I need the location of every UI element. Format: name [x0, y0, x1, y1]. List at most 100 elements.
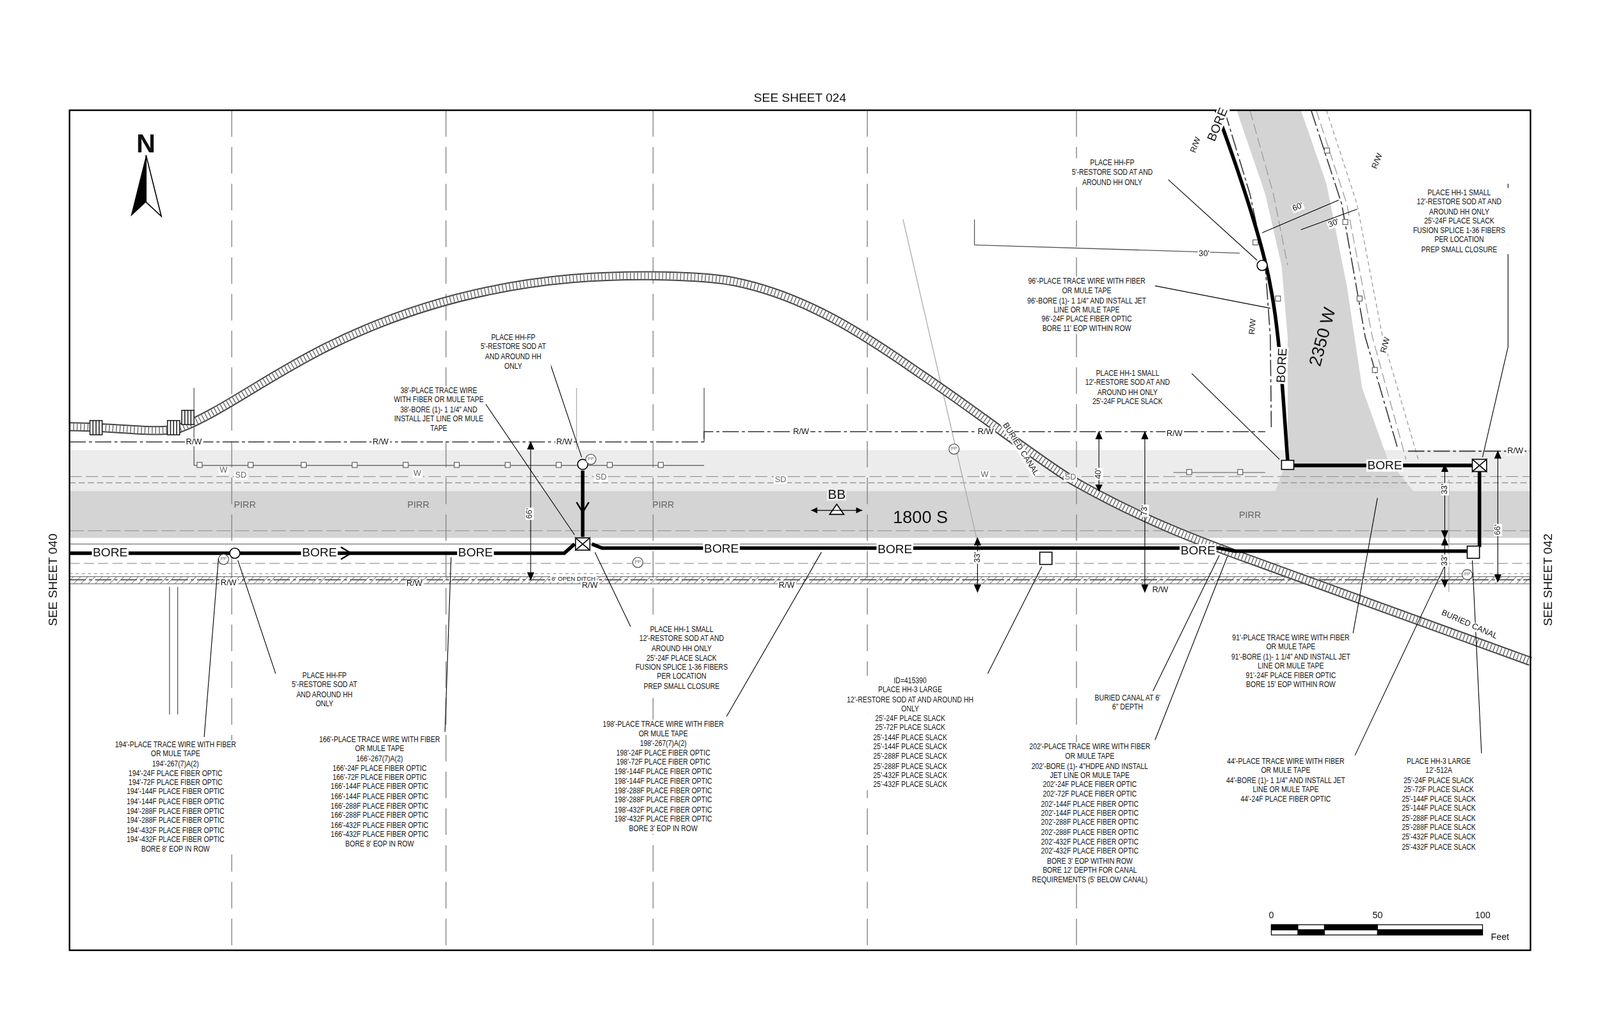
callout-note: 194'-432F PLACE FIBER OPTIC [112, 834, 240, 845]
map-label: BORE [1179, 544, 1216, 557]
callout-note: BORE 15' EOP WITHIN ROW [1227, 680, 1355, 690]
drawing-line [595, 551, 632, 626]
drawing-line [190, 410, 192, 425]
drawing-line [1168, 179, 1257, 261]
callout-note: 166'-144F PLACE FIBER OPTIC [316, 782, 444, 792]
callout-block: PLACE HH-3 LARGE12'-512A25'-24F PLACE SL… [1375, 755, 1503, 851]
callout-note: 198'-72F PLACE FIBER OPTIC [599, 757, 728, 767]
callout-note: 5'-RESTORE SOD AT AND AROUND HH ONLY [1066, 167, 1159, 187]
drawing-line [1191, 373, 1280, 459]
drawing-rect [556, 462, 562, 468]
canal [69, 275, 1531, 662]
drawing-line [1352, 497, 1378, 634]
map-label: 30' [1197, 250, 1211, 259]
callout-note: 198'-432F PLACE FIBER OPTIC [599, 814, 728, 824]
callout-note: BORE 8' EOP IN ROW [316, 839, 444, 849]
power-poles [218, 443, 1472, 580]
map-label: R/W [1370, 151, 1385, 172]
drawing-polygon [811, 506, 818, 514]
drawing-rect [1271, 924, 1483, 935]
map-label: N [135, 129, 157, 156]
map-label: 66' [1493, 523, 1503, 537]
drawing-line [575, 536, 590, 539]
drawing-line [176, 420, 178, 435]
drawing-rect [300, 462, 306, 468]
callout-note: 194'-288F PLACE FIBER OPTIC [112, 816, 240, 826]
callout-note: 202'-144F PLACE FIBER OPTIC [1025, 808, 1154, 818]
drawing-rect [454, 462, 460, 468]
drawing-rect [403, 462, 409, 468]
callout-note: 96'-BORE (1)- 1 1/4" AND INSTALL JET LIN… [1023, 295, 1151, 315]
map-label: 33' [1440, 553, 1449, 567]
drawing-polygon [974, 584, 982, 592]
drawing-rect [1377, 929, 1483, 935]
map-label: BORE [91, 545, 128, 559]
drawing-polygon [1495, 574, 1502, 582]
drawing-polygon [1236, 110, 1414, 491]
map-label: 100 [1473, 910, 1492, 920]
callout-note: 25'-144F PLACE SLACK [846, 732, 975, 742]
drawing-line [974, 219, 975, 246]
callout-note: 198'-144F PLACE FIBER OPTIC [599, 766, 728, 777]
callout-note: 202'-288F PLACE FIBER OPTIC [1025, 827, 1154, 838]
map-label: PP [1463, 572, 1472, 577]
drawing-path [69, 275, 1531, 662]
drawing-line [1472, 458, 1487, 461]
callout-note: 25'-432F PLACE SLACK [846, 770, 975, 781]
map-label: BURIED CANAL [1439, 608, 1500, 641]
map-label: W [218, 466, 229, 475]
callout-note: 198'-288F PLACE FIBER OPTIC [599, 795, 728, 806]
drawing-rect [1253, 240, 1259, 246]
map-label: PP [949, 446, 959, 452]
drawing-polygon [1095, 484, 1103, 491]
map-label: BORE [1204, 104, 1230, 144]
drawing-polygon [575, 537, 583, 550]
map-label: BORE [1366, 458, 1403, 472]
drawing-polygon [527, 572, 534, 580]
drawing-path [69, 275, 1531, 662]
callout-note: 202'-288F PLACE FIBER OPTIC [1025, 817, 1154, 828]
map-label: R/W [1151, 585, 1170, 594]
callout-note: 194'-432F PLACE FIBER OPTIC [112, 824, 240, 835]
drawing-line [69, 476, 1531, 477]
map-label: 2350 W [1306, 304, 1339, 369]
callout-note: 44'-PLACE TRACE WIRE WITH FIBER OR MULE … [1222, 755, 1350, 776]
drawing-line [987, 566, 1042, 674]
map-label: BORE [876, 542, 914, 555]
callout-note: 194'-24F PLACE FIBER OPTIC [112, 768, 240, 778]
callout-block: BURIED CANAL AT 6' 6" DEPTH [1091, 693, 1163, 713]
drawing-line [485, 403, 575, 535]
drawing-line [69, 572, 1531, 574]
drawing-line [1444, 465, 1446, 537]
drawing-rect [1342, 219, 1348, 225]
drawing-polygon [130, 154, 146, 217]
map-label: BORE [703, 542, 740, 555]
callout-note: 198'-PLACE TRACE WIRE WITH FIBER OR MULE… [599, 719, 728, 739]
callout-block: ID=415390PLACE HH-3 LARGE12'-RESTORE SOD… [846, 675, 975, 790]
callout-note: 166'-432F PLACE FIBER OPTIC [316, 819, 444, 830]
callout-note: 198'-288F PLACE FIBER OPTIC [599, 785, 728, 796]
callout-note: 25'-432F PLACE SLACK [846, 780, 975, 790]
callout-note: 194'-288F PLACE FIBER OPTIC [112, 806, 240, 816]
dimension-lines [527, 199, 1501, 592]
drawing-rect [504, 462, 511, 468]
callout-note: 202'-144F PLACE FIBER OPTIC [1025, 798, 1154, 809]
map-label: W [979, 470, 990, 479]
sheet-border [69, 110, 1531, 950]
drawing-rect [657, 462, 664, 468]
map-label: R/W [1506, 446, 1525, 456]
callout-note: 44'-BORE (1)- 1 1/4" AND INSTALL JET LIN… [1222, 775, 1350, 795]
callout-note: 166'-24F PLACE FIBER OPTIC [316, 762, 444, 773]
drawing-line [204, 558, 219, 737]
callout-note: ID=415390 [846, 675, 975, 685]
drawing-circle [1256, 259, 1268, 271]
drawing-rect [181, 410, 194, 425]
callout-note: FUSION SPLICE 1-36 FIBERS PER LOCATION [1409, 225, 1510, 246]
drawing-rect [1297, 929, 1325, 935]
callout-note: 25'-24F PLACE SLACK [1077, 396, 1178, 407]
drawing-polygon [582, 537, 590, 550]
handholes [229, 259, 1487, 564]
map-label: 0 [1267, 910, 1275, 920]
map-label: 60' [1290, 200, 1305, 214]
callout-note: 25'-24F PLACE SLACK [1375, 775, 1503, 785]
